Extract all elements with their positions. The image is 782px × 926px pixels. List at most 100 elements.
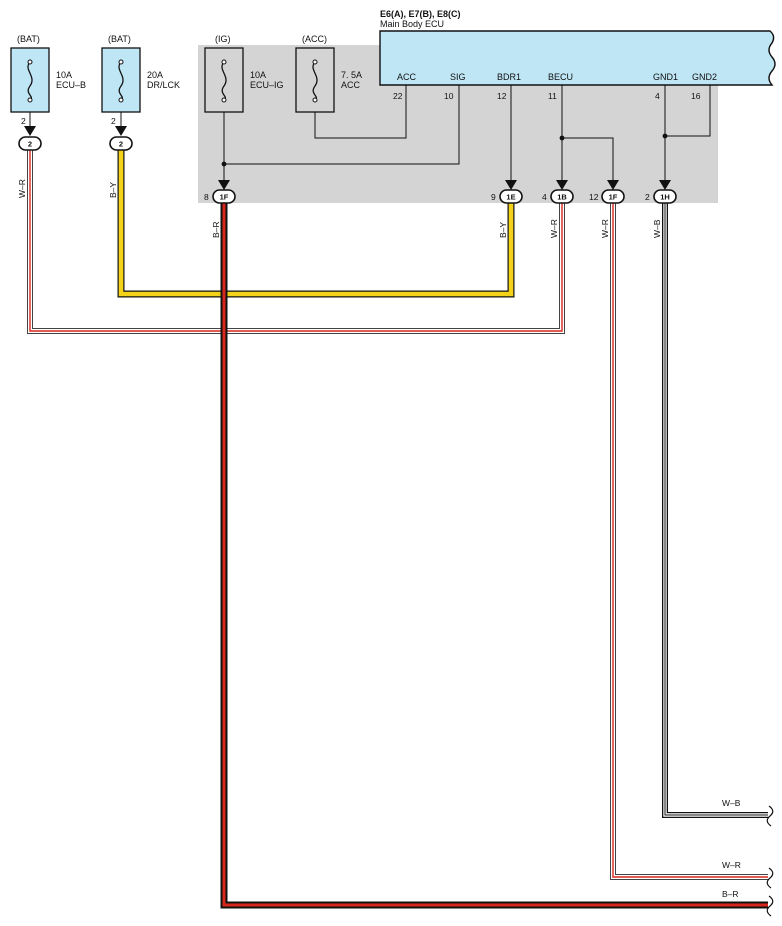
connector-pill: [653, 189, 677, 204]
splice-point: [559, 135, 565, 141]
connector-ecu-b: 2: [18, 136, 42, 151]
fuse-terminal-icon: [118, 59, 124, 65]
wire-w-r-ecu-b: [27, 150, 565, 334]
ecu-pin-bdr1: 12: [497, 91, 507, 101]
arrow-head-icon: [24, 126, 36, 136]
fuse-pin: 2: [21, 116, 26, 126]
wire-outline: [610, 203, 768, 880]
sig-wire: [224, 85, 460, 165]
ecu-terminal-bdr1: BDR1: [497, 72, 521, 82]
acc-wire: [314, 85, 407, 139]
fuse-icon: [27, 61, 33, 101]
wire-label-b-y-bdr1: B–Y: [498, 222, 508, 238]
junction-code: 1B: [557, 193, 567, 202]
junction-1h: 2 1H: [645, 189, 677, 204]
fuse-terminal-icon: [27, 59, 33, 65]
wire-color: [118, 150, 514, 297]
splice-point: [221, 161, 227, 167]
connector-pill: [550, 189, 574, 204]
junction-code: 1E: [506, 193, 515, 202]
junction-1e: 9 1E: [491, 189, 523, 204]
fuse-name: ACC: [341, 80, 361, 90]
ecu-terminal-acc: ACC: [397, 72, 417, 82]
arrow-head-icon: [505, 180, 517, 190]
ecu-terminal-gnd2: GND2: [692, 72, 717, 82]
arrow-head-icon: [556, 180, 568, 190]
ecu-terminal-becu: BECU: [548, 72, 573, 82]
fuse-icon: [221, 61, 227, 101]
ecu-box: [379, 30, 776, 86]
fuse-rating: 7. 5A: [341, 70, 362, 80]
ecu-pin-gnd1: 4: [655, 91, 660, 101]
wire-break-icon: [766, 895, 774, 917]
junction-code: 1F: [609, 193, 618, 202]
junction-pin: 12: [589, 192, 599, 202]
wire-label-b-r: B–R: [211, 221, 221, 238]
fuse-source: (IG): [215, 34, 231, 44]
junction-1f-becu: 12 1F: [589, 189, 625, 204]
arrow-head-icon: [659, 180, 671, 190]
wire-stripe: [664, 203, 768, 816]
fuse-icon: [118, 61, 124, 101]
junction-code: 1H: [660, 193, 670, 202]
fuse-pin: 2: [111, 116, 116, 126]
wire-label-w-b: W–B: [652, 219, 662, 238]
wire-outline: [662, 203, 768, 818]
main-body-ecu: E6(A), E7(B), E8(C) Main Body ECU ACC SI…: [379, 9, 776, 101]
ecu-code: E6(A), E7(B), E8(C): [380, 9, 461, 19]
ecu-pin-gnd2: 16: [691, 91, 701, 101]
wire-color: [611, 203, 768, 879]
ecu-terminal-gnd1: GND1: [653, 72, 678, 82]
wire-color: [663, 203, 768, 817]
fuse-name: ECU–B: [56, 80, 86, 90]
wire-label-w-r: W–R: [17, 179, 27, 198]
connector-pill: [18, 136, 42, 151]
wire-label-b-y: B–Y: [108, 182, 118, 198]
junction-pin: 4: [542, 192, 547, 202]
connector-pill: [212, 189, 236, 204]
arrow-head-icon: [218, 180, 230, 190]
junction-pin: 9: [491, 192, 496, 202]
wire-color: [222, 203, 768, 907]
fuse-terminal-icon: [118, 97, 124, 103]
fuse-dr-lck: (BAT) 20A DR/LCK 2: [101, 34, 180, 126]
fuse-ecu-ig: (IG) 10A ECU–IG: [204, 34, 284, 113]
wire-label-w-r-becu2: W–R: [600, 219, 610, 238]
fuse-terminal-icon: [221, 97, 227, 103]
wire-w-r-becu: [610, 203, 768, 880]
fuse-source: (BAT): [17, 34, 40, 44]
ecu-terminal-sig: SIG: [450, 72, 466, 82]
fuse-source: (BAT): [108, 34, 131, 44]
junction-code: 1F: [220, 193, 229, 202]
wire-w-b: [662, 203, 768, 818]
connector-pill: [109, 136, 133, 151]
fuse-rating: 10A: [56, 70, 72, 80]
wire-b-y: [117, 150, 515, 298]
arrow-head-icon: [115, 126, 127, 136]
fuse-terminal-icon: [221, 59, 227, 65]
connector-code: 2: [28, 140, 32, 149]
fuse-rating: 20A: [147, 70, 163, 80]
ecu-name: Main Body ECU: [380, 19, 444, 29]
ecu-pin-acc: 22: [393, 91, 403, 101]
connector-pill: [499, 189, 523, 204]
connector-code: 2: [119, 140, 123, 149]
fuse-source: (ACC): [302, 34, 327, 44]
fuse-icon: [312, 61, 318, 101]
junction-1b: 4 1B: [542, 189, 574, 204]
fuse-rating: 10A: [250, 70, 266, 80]
gnd2-wire: [665, 85, 711, 137]
junction-pin: 8: [204, 192, 209, 202]
arrow-head-icon: [607, 180, 619, 190]
becu-branch-wire: [562, 137, 614, 185]
wire-label-w-r-becu: W–R: [549, 219, 559, 238]
arrow-heads: [24, 126, 671, 190]
splice-point: [662, 133, 668, 139]
connector-pill: [601, 189, 625, 204]
fuse-terminal-icon: [312, 59, 318, 65]
exit-label-b-r: B–R: [722, 889, 739, 899]
wire-stripe: [29, 150, 563, 332]
ecu-pin-sig: 10: [444, 91, 454, 101]
